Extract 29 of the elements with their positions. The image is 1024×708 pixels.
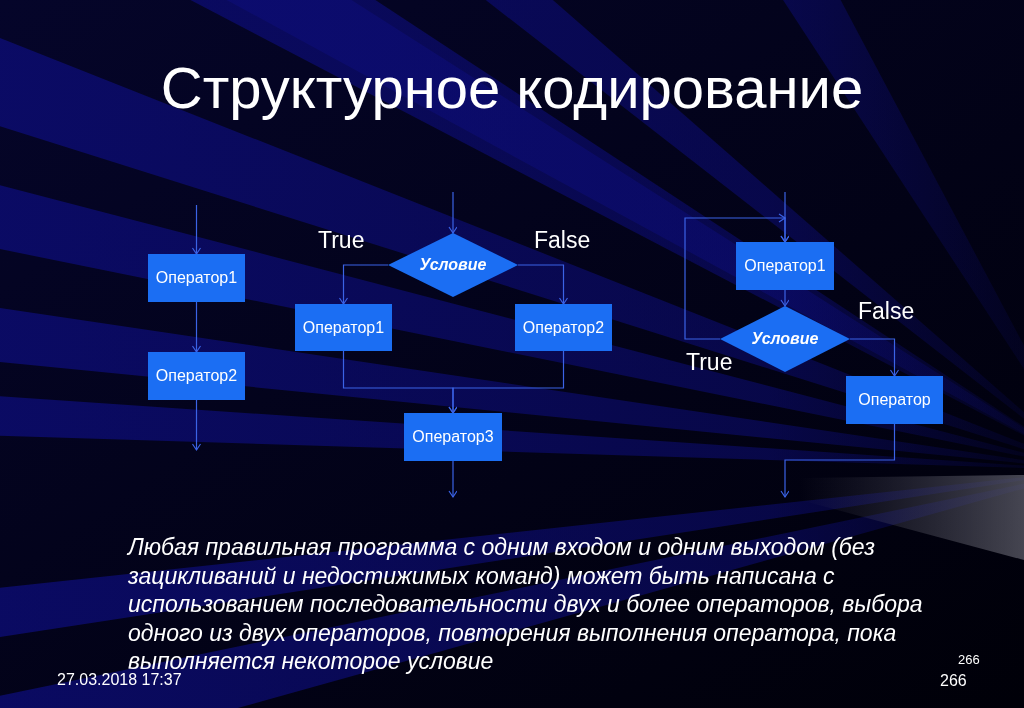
process-box: Оператор1 (148, 254, 245, 302)
flow-arrow (780, 289, 790, 307)
flow-arrow (448, 191, 458, 234)
flow-arrow (448, 460, 458, 498)
flow-arrow (684, 213, 790, 340)
flow-arrow (780, 423, 896, 498)
flow-arrow (191, 399, 202, 451)
condition-label: Условие (751, 329, 819, 349)
process-box: Оператор1 (295, 304, 392, 351)
flow-arrow (191, 301, 202, 353)
flow-arrow (191, 204, 202, 255)
flow-arrow (448, 350, 565, 414)
caption-paragraph: Любая правильная программа с одним входом и одним выходом (без зацикливаний и недостижимых команд) может быть написана с использованием последовательности двух и более операторов, выбора одного из двух операторов, повторения выполнения оператора, пока выполняется некоторое условие (128, 533, 924, 674)
process-box: Оператор1 (736, 242, 834, 290)
edge-label: True (318, 229, 365, 252)
process-box: Оператор2 (515, 304, 612, 351)
process-box: Оператор3 (404, 413, 502, 461)
edge-label: False (858, 300, 915, 323)
process-box: Оператор2 (148, 352, 245, 400)
condition-label: Условие (419, 255, 487, 275)
flow-arrow (849, 338, 900, 377)
flow-arrow (517, 264, 569, 305)
page-number: 266 (958, 653, 980, 666)
edge-label: True (686, 351, 733, 374)
edge-label: False (534, 229, 591, 252)
date-label: 27.03.2018 17:37 (57, 672, 182, 688)
flow-arrow (338, 264, 389, 305)
page-number: 266 (940, 673, 967, 689)
process-box: Оператор (846, 376, 943, 424)
